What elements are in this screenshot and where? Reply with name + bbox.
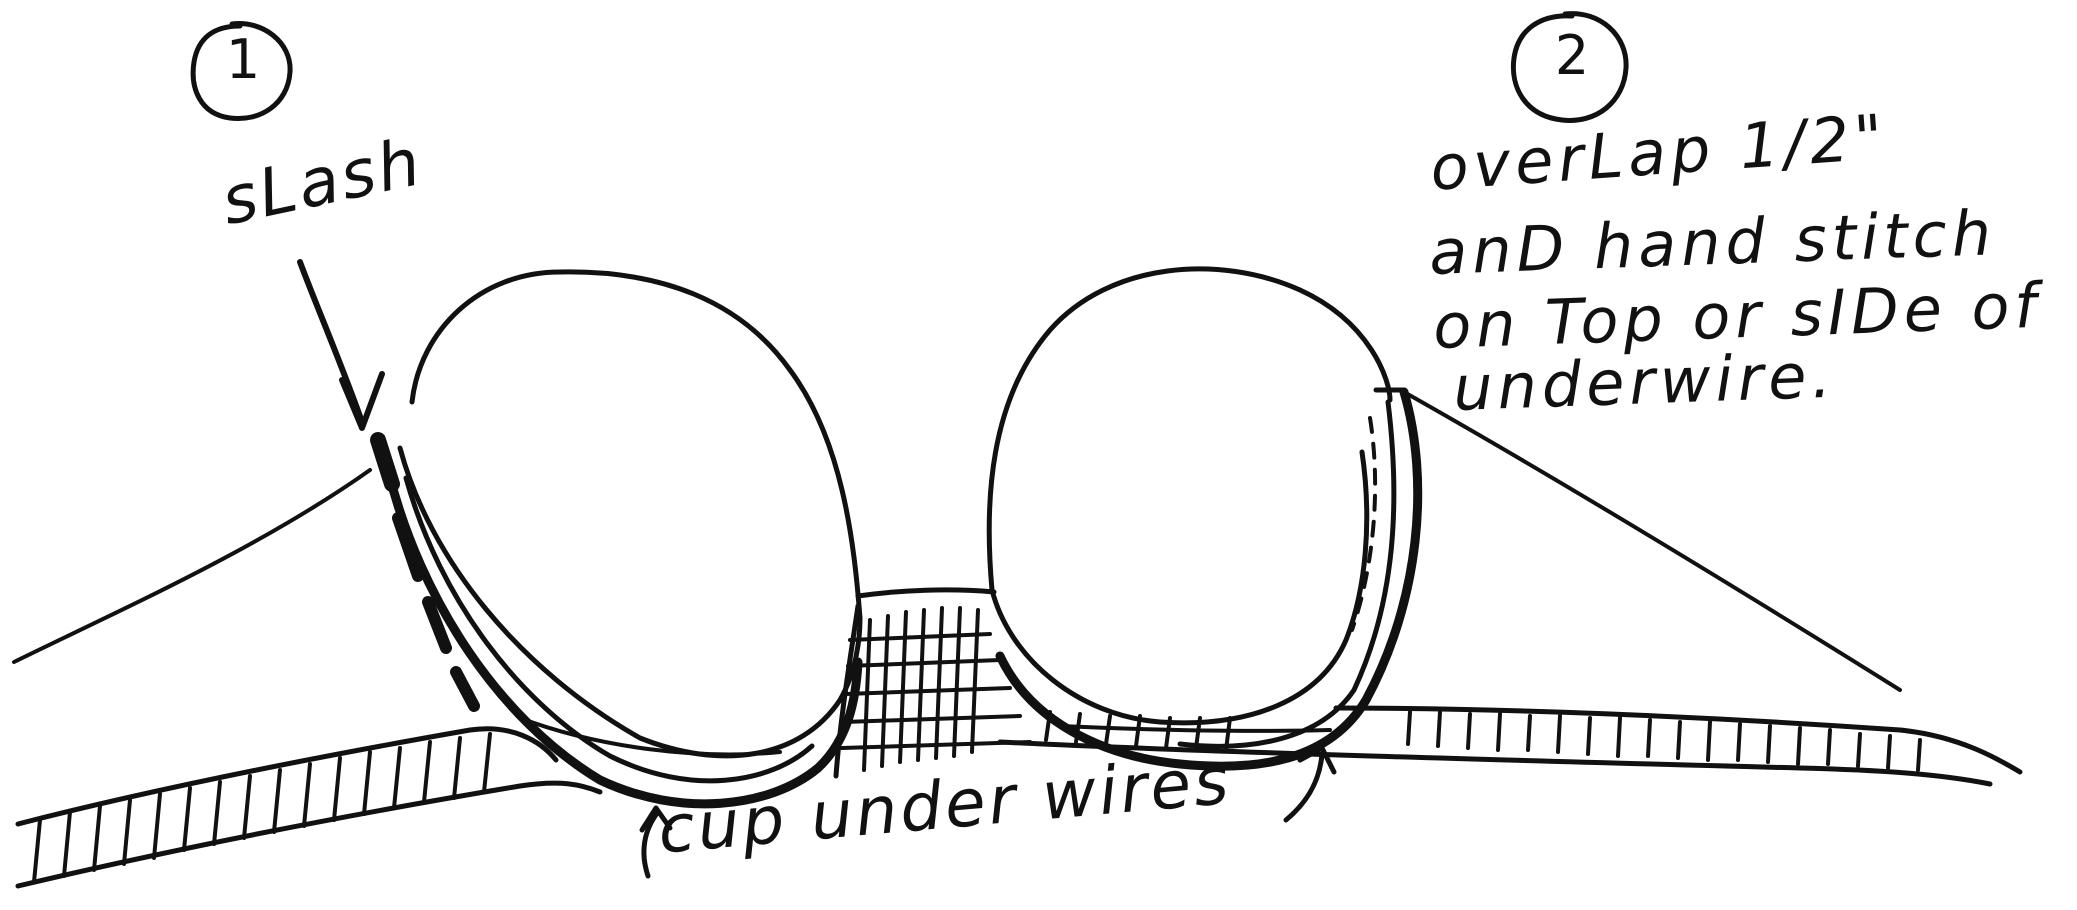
left-band-hatching: [34, 734, 490, 882]
left-cup: [400, 272, 860, 756]
step-1-number: 1: [198, 28, 288, 91]
right-cup: [989, 269, 1390, 723]
slash-arrow: [300, 262, 382, 428]
step-2-number: 2: [1527, 24, 1617, 87]
left-underwire: [378, 440, 858, 804]
instruction-line-4: underwire.: [1452, 339, 1837, 425]
right-band-outline: [1000, 392, 2020, 784]
